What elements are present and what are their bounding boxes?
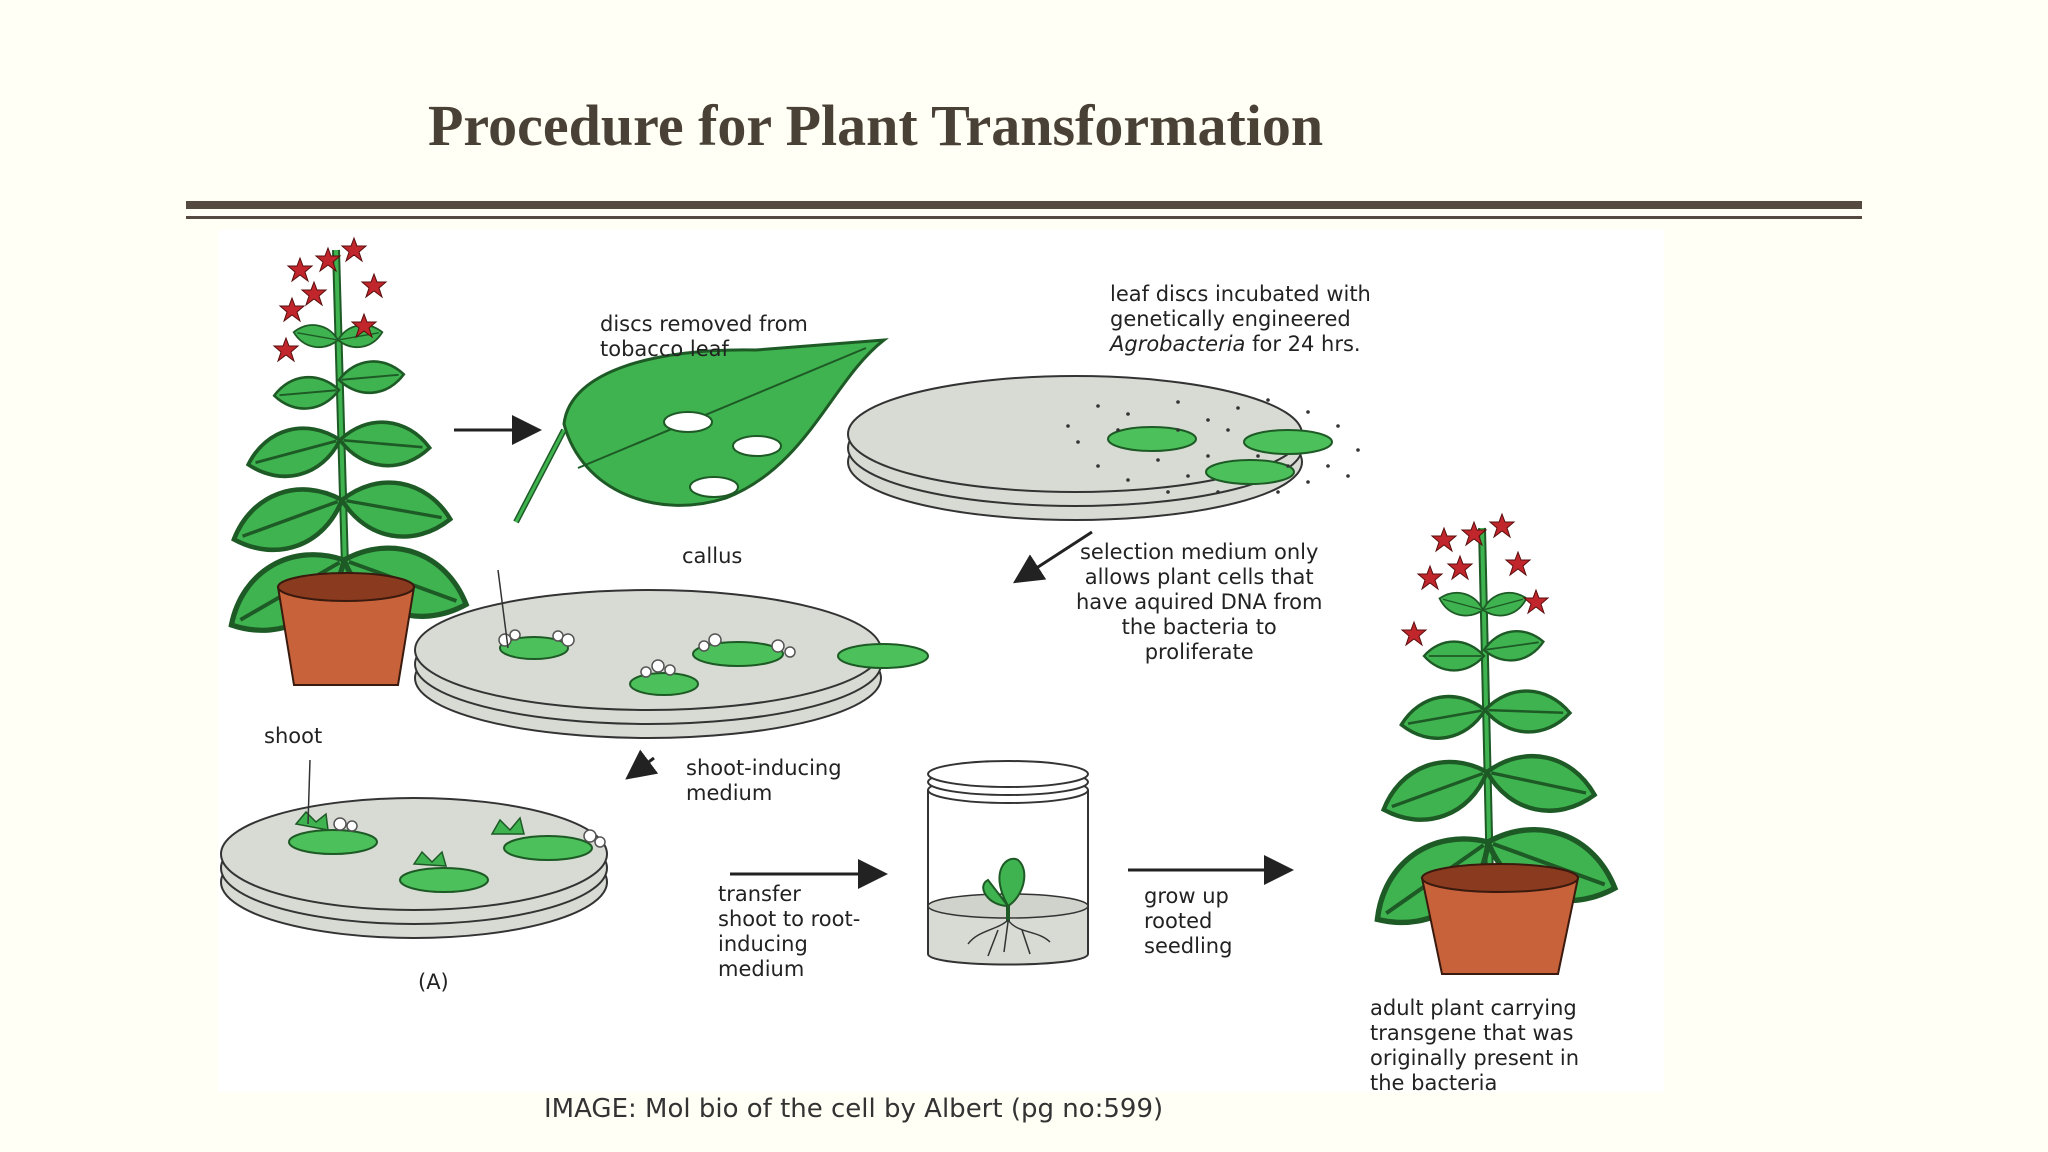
label-shoot-inducing-medium: shoot-inducing medium — [686, 756, 842, 805]
label-grow-up-seedling: grow up rooted seedling — [1144, 884, 1233, 958]
image-source-caption: IMAGE: Mol bio of the cell by Albert (pg… — [544, 1094, 1164, 1124]
incubation-dish — [847, 375, 1360, 521]
adult-plant-right — [1359, 513, 1626, 975]
shoot-dish — [220, 759, 608, 939]
arrow-to-selection-dish — [1012, 530, 1093, 584]
shoot-pointer — [307, 759, 311, 825]
label-selection-medium: selection medium only allows plant cells… — [1076, 540, 1323, 664]
arrow-to-shoot-dish — [625, 749, 659, 780]
plant-transformation-diagram — [218, 237, 1664, 975]
callus-pointer — [497, 569, 509, 649]
label-callus: callus — [682, 544, 743, 568]
slide-title: Procedure for Plant Transformation — [428, 93, 1324, 158]
title-divider-thick — [186, 201, 1862, 209]
label-transfer-shoot: transfer shoot to root- inducing medium — [718, 882, 861, 981]
label-shoot: shoot — [264, 724, 323, 748]
tobacco-leaf — [513, 338, 889, 524]
tobacco-plant-left — [218, 237, 477, 686]
label-leaf-discs-incubated: leaf discs incubated with genetically en… — [1110, 282, 1371, 356]
title-divider-thin — [186, 216, 1862, 219]
label-adult-plant: adult plant carrying transgene that was … — [1370, 996, 1580, 1095]
panel-label: (A) — [418, 970, 449, 994]
label-discs-removed: discs removed from tobacco leaf — [600, 312, 808, 361]
selection-dish — [414, 569, 929, 739]
rooting-jar — [927, 760, 1089, 966]
figure-panel: discs removed from tobacco leaf leaf dis… — [218, 230, 1664, 1095]
